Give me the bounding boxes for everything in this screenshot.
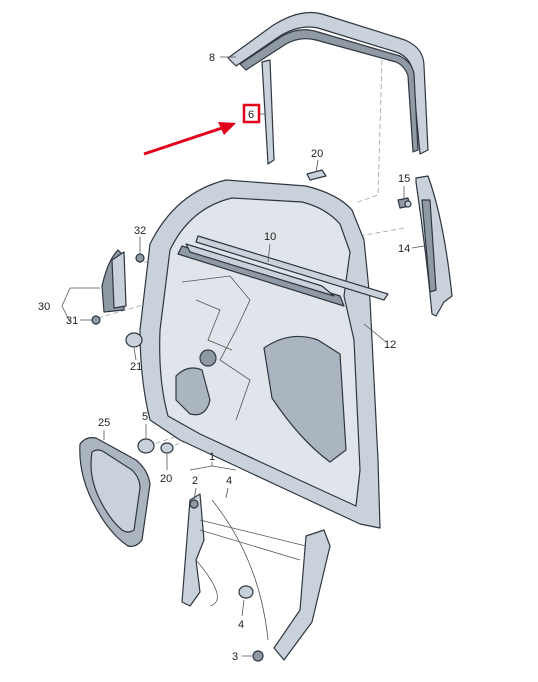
speaker-trim-25[interactable] <box>79 437 151 547</box>
bolt-15[interactable] <box>397 197 412 209</box>
window-frame-trim[interactable] <box>227 11 429 155</box>
highlight-arrow <box>143 122 236 156</box>
callout-25[interactable]: 25 <box>98 417 110 429</box>
callout-32[interactable]: 32 <box>134 225 146 237</box>
callout-2[interactable]: 2 <box>192 475 198 487</box>
screw-31[interactable] <box>91 315 101 325</box>
callout-31[interactable]: 31 <box>66 315 78 327</box>
callout-8[interactable]: 8 <box>209 52 215 64</box>
rear-guide-rail[interactable] <box>415 175 453 317</box>
clip-4[interactable] <box>238 585 254 599</box>
callout-4-upper[interactable]: 4 <box>226 475 232 487</box>
highlight-box <box>242 103 261 124</box>
plug-20-lower[interactable] <box>160 442 174 454</box>
door-shell[interactable] <box>139 179 381 529</box>
bolt-2[interactable] <box>189 499 199 509</box>
callout-20-lower[interactable]: 20 <box>160 473 172 485</box>
plug-21[interactable] <box>125 332 143 348</box>
pillar-seal-strip[interactable] <box>261 59 275 165</box>
leader-lines <box>61 56 425 657</box>
callout-12[interactable]: 12 <box>384 339 396 351</box>
callout-20-top[interactable]: 20 <box>311 148 323 160</box>
callout-6[interactable]: 6 <box>248 109 254 121</box>
callout-14[interactable]: 14 <box>398 243 410 255</box>
callout-1[interactable]: 1 <box>209 451 215 463</box>
callout-30[interactable]: 30 <box>38 301 50 313</box>
mirror-mount-cover[interactable] <box>101 249 127 313</box>
window-regulator[interactable] <box>181 493 331 661</box>
callout-3[interactable]: 3 <box>232 651 238 663</box>
trim-clip-top[interactable] <box>306 169 327 181</box>
callout-15[interactable]: 15 <box>398 173 410 185</box>
callout-4-lower[interactable]: 4 <box>238 619 244 631</box>
plug-5[interactable] <box>137 438 155 454</box>
callout-10[interactable]: 10 <box>264 231 276 243</box>
nut-3[interactable] <box>252 650 264 662</box>
callout-5[interactable]: 5 <box>142 411 148 423</box>
screw-32[interactable] <box>135 253 145 263</box>
callout-21[interactable]: 21 <box>130 361 142 373</box>
outer-belt-molding[interactable] <box>185 243 335 297</box>
